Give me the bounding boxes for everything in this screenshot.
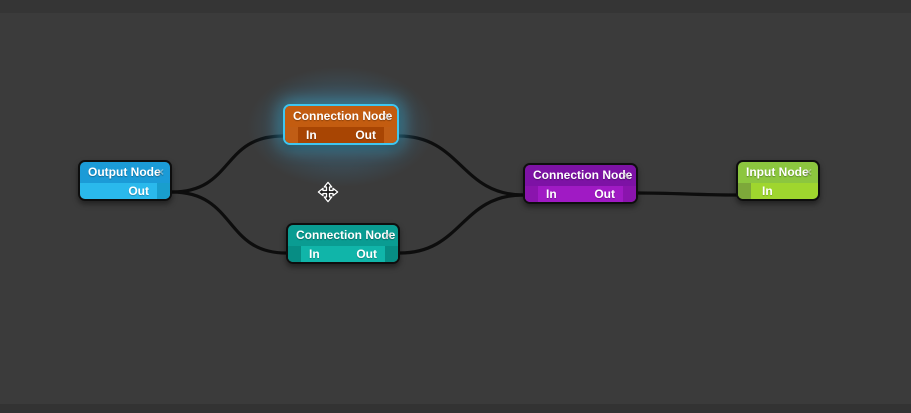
node-title: Output Node (88, 165, 161, 179)
out-port[interactable] (157, 183, 170, 199)
out-port[interactable] (385, 246, 398, 262)
node-title-bar[interactable]: Connection Node × (285, 106, 397, 127)
in-port-label: In (546, 187, 557, 201)
ports-row: In Out (288, 246, 398, 262)
ports-row: In Out (525, 186, 636, 202)
node-title-bar[interactable]: Output Node × (80, 162, 170, 183)
out-port-label: Out (356, 247, 377, 261)
close-icon[interactable]: × (384, 228, 392, 242)
top-border-band (0, 0, 911, 13)
node-title-bar[interactable]: Connection Node × (525, 165, 636, 186)
close-icon[interactable]: × (622, 168, 630, 182)
connection-node-bottom[interactable]: Connection Node × In Out (286, 223, 400, 264)
in-port-label: In (762, 184, 773, 198)
node-title: Connection Node (533, 168, 633, 182)
close-icon[interactable]: × (156, 165, 164, 179)
out-port-label: Out (594, 187, 615, 201)
out-port[interactable] (384, 127, 397, 143)
wire-output-to-bottom[interactable] (170, 190, 288, 255)
bottom-border-band (0, 404, 911, 413)
connection-node-top[interactable]: Connection Node × In Out (283, 104, 399, 145)
node-title: Connection Node (296, 228, 396, 242)
in-port-label: In (309, 247, 320, 261)
wire-bottom-to-right[interactable] (398, 193, 525, 255)
wire-output-to-top[interactable] (170, 134, 285, 194)
wire-right-to-input[interactable] (636, 191, 738, 197)
output-node[interactable]: Output Node × Out (78, 160, 172, 201)
in-port[interactable] (285, 127, 298, 143)
in-port-label: In (306, 128, 317, 142)
close-icon[interactable]: × (804, 165, 812, 179)
out-port-label: Out (128, 184, 149, 198)
connection-node-right[interactable]: Connection Node × In Out (523, 163, 638, 204)
input-node[interactable]: Input Node × In (736, 160, 820, 201)
in-port[interactable] (288, 246, 301, 262)
node-title-bar[interactable]: Input Node × (738, 162, 818, 183)
wire-top-to-right[interactable] (397, 134, 525, 197)
ports-row: In (738, 183, 818, 199)
in-port[interactable] (525, 186, 538, 202)
close-icon[interactable]: × (383, 109, 391, 123)
out-port-label: Out (355, 128, 376, 142)
node-title: Connection Node (293, 109, 393, 123)
ports-row: In Out (285, 127, 397, 143)
in-port[interactable] (738, 183, 751, 199)
node-title-bar[interactable]: Connection Node × (288, 225, 398, 246)
node-title: Input Node (746, 165, 809, 179)
out-port[interactable] (623, 186, 636, 202)
ports-row: Out (80, 183, 170, 199)
